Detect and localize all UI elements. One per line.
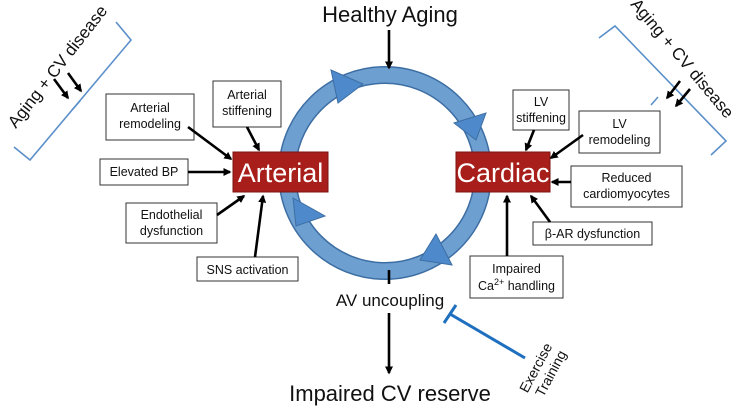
factor-lv-remodeling: LV remodeling: [578, 110, 661, 154]
factor-beta-ar-dysfunction: β-AR dysfunction: [532, 221, 653, 246]
arrow-lv-stiffening-to-cardiac: [524, 129, 536, 152]
exercise-inhibit-bar: [442, 304, 458, 324]
arrow-stiffening-to-arterial: [245, 126, 261, 152]
cardiac-box: [455, 151, 551, 193]
cycle-arrow-bottom-right: [419, 232, 453, 266]
factor-text: LV: [612, 117, 627, 131]
left-bracket-arrow-2: [66, 72, 83, 93]
arrow-remodeling-to-arterial: [187, 125, 233, 161]
factor-text: Impaired: [492, 262, 541, 276]
factor-text-line-2: remodeling: [119, 117, 181, 131]
cycle-arrow-bottom-left: [292, 197, 327, 227]
factor-text: SNS activation: [207, 263, 289, 277]
av-uncoupling-label: AV uncoupling: [336, 291, 444, 310]
factor-reduced-cardiomyocytes: Reduced cardiomyocytes: [570, 165, 683, 208]
factor-text-line-2: Ca2+ handling: [478, 277, 555, 293]
factor-text-line-2: remodeling: [589, 133, 651, 147]
factor-text: Reduced: [601, 171, 651, 185]
factor-arterial-stiffening: Arterial stiffening: [212, 80, 282, 128]
exercise-inhibit-line: [449, 312, 526, 360]
right-bracket-label: Aging + CV disease: [627, 0, 738, 122]
factor-text-line-2: stiffening: [516, 111, 566, 125]
factor-text: Endothelial: [141, 208, 203, 222]
arrow-lv-remodeling-to-cardiac: [549, 133, 584, 160]
factor-text-line-2: cardiomyocytes: [583, 187, 670, 201]
factor-text: Arterial: [227, 88, 267, 102]
factor-text-line-2: dysfunction: [140, 224, 203, 238]
right-bracket-tick: [650, 96, 659, 106]
impaired-cv-reserve-label: Impaired CV reserve: [289, 381, 491, 406]
arterial-box: [232, 151, 329, 193]
left-bracket-label: Aging + CV disease: [4, 2, 111, 132]
arrow-beta-ar-to-cardiac: [529, 194, 552, 223]
healthy-aging-label: Healthy Aging: [322, 2, 458, 27]
right-bracket-arrow-2: [674, 88, 692, 108]
calcium-superscript: 2+: [494, 277, 504, 287]
exercise-training-label: Exercise Training: [516, 337, 571, 403]
factor-text: Arterial: [130, 101, 170, 115]
arrow-endothelial-to-arterial: [216, 194, 246, 217]
cycle-arrow-top-left: [330, 69, 364, 104]
factor-elevated-bp: Elevated BP: [99, 158, 189, 186]
left-bracket-tick: [71, 100, 81, 111]
right-bracket-arrow-1: [665, 80, 682, 100]
arterial-label: Arterial: [238, 158, 324, 188]
left-bracket: [13, 21, 133, 162]
factor-sns-activation: SNS activation: [196, 256, 299, 282]
factor-endothelial-dysfunction: Endothelial dysfunction: [125, 202, 218, 244]
factor-text-line-2: stiffening: [222, 104, 272, 118]
arrow-sns-to-arterial: [253, 194, 267, 258]
factor-text: β-AR dysfunction: [545, 227, 640, 241]
factor-text: LV: [534, 95, 549, 109]
right-bracket: [598, 24, 728, 156]
cardiac-label: Cardiac: [456, 158, 549, 188]
factor-lv-stiffening: LV stiffening: [512, 89, 570, 131]
factor-text-tail: handling: [504, 279, 555, 293]
left-bracket-arrow-1: [52, 78, 70, 100]
factor-text: Elevated BP: [110, 165, 179, 179]
cycle-arrow-top-right: [452, 112, 487, 141]
factor-arterial-remodeling: Arterial remodeling: [105, 93, 195, 141]
